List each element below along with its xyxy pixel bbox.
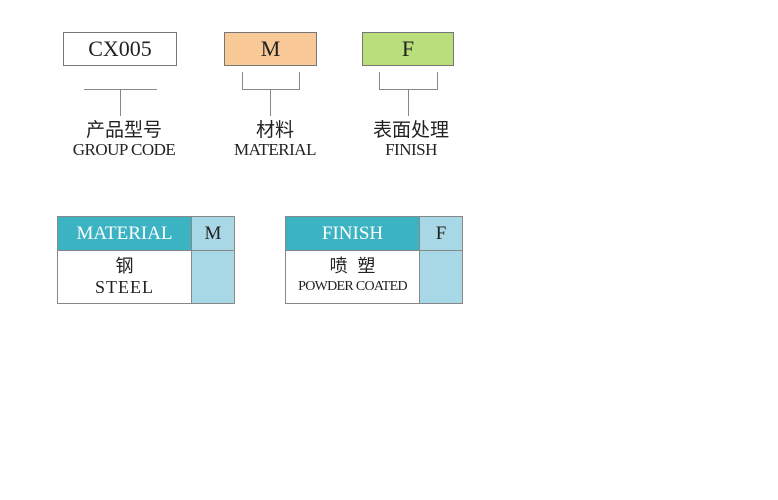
- label-cn: 产品型号: [85, 119, 162, 141]
- material-table: MATERIAL M 钢 STEEL: [57, 216, 235, 304]
- table-row: 喷 塑 POWDER COATED: [286, 251, 420, 303]
- bracket-line: [242, 72, 243, 90]
- connector-line: [270, 89, 271, 116]
- label-cn: 材料: [255, 119, 294, 141]
- table-code-cell: M: [192, 217, 234, 251]
- label-en: GROUP CODE: [72, 140, 176, 159]
- table-header: MATERIAL: [58, 217, 192, 251]
- table-row: 钢 STEEL: [58, 251, 192, 303]
- row-en: POWDER COATED: [298, 279, 407, 294]
- label-en: FINISH: [385, 140, 437, 159]
- material-label: 材料 MATERIAL: [195, 120, 355, 160]
- finish-code-box: F: [362, 32, 454, 66]
- finish-table: FINISH F 喷 塑 POWDER COATED: [285, 216, 463, 304]
- row-cn: 喷 塑: [329, 256, 376, 277]
- table-code-value: [192, 251, 234, 303]
- row-en: STEEL: [95, 277, 154, 297]
- connector-line: [408, 89, 409, 116]
- label-cn: 表面处理: [372, 119, 449, 141]
- bracket-line: [242, 89, 300, 90]
- table-code-cell: F: [420, 217, 462, 251]
- label-en: MATERIAL: [234, 140, 316, 159]
- bracket-line: [437, 72, 438, 90]
- group-code-label: 产品型号 GROUP CODE: [44, 120, 204, 160]
- bracket-line: [299, 72, 300, 90]
- bracket-line: [379, 72, 380, 90]
- table-code-value: [420, 251, 462, 303]
- connector-line: [120, 89, 121, 116]
- finish-label: 表面处理 FINISH: [331, 120, 491, 160]
- row-cn: 钢: [115, 256, 134, 277]
- group-code-box: CX005: [63, 32, 177, 66]
- table-header: FINISH: [286, 217, 420, 251]
- material-code-box: M: [224, 32, 317, 66]
